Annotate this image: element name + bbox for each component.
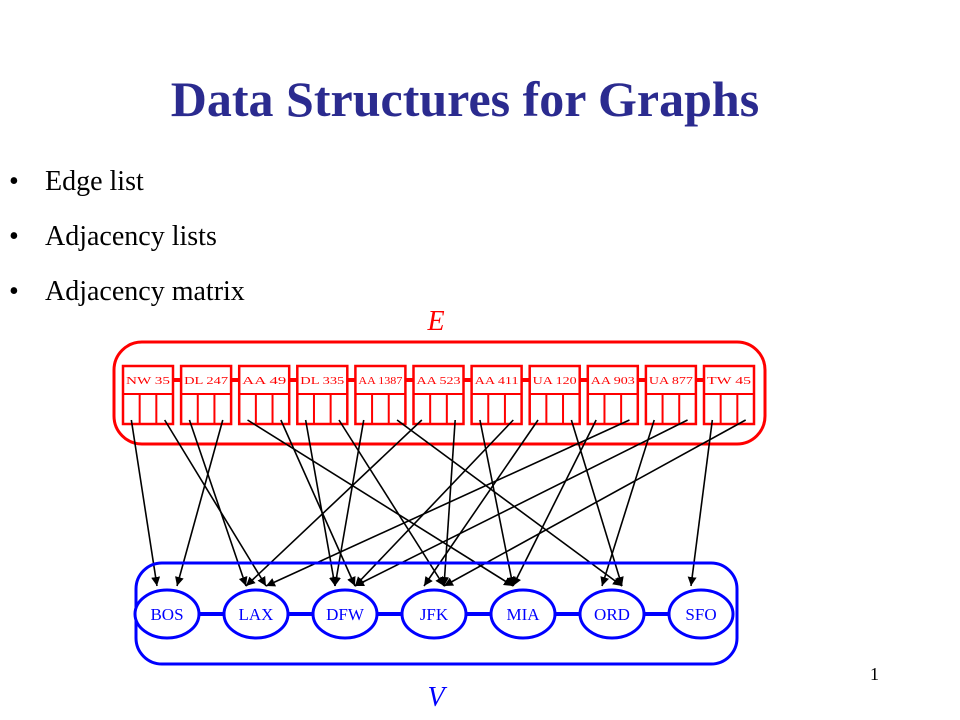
edge-record: UA 120 — [528, 364, 581, 426]
edge-label: AA 411 — [475, 376, 519, 387]
edge-arrow — [247, 419, 514, 587]
edge-arrow — [245, 419, 423, 587]
edge-arrow — [332, 419, 365, 587]
edge-label: AA 523 — [417, 376, 461, 387]
bullet-text: Adjacency matrix — [45, 276, 245, 307]
edge-label: UA 120 — [533, 376, 577, 387]
vertex-node: LAX — [222, 588, 290, 640]
edge-arrow — [512, 419, 597, 587]
bullet-item: • Adjacency lists — [8, 215, 245, 270]
edge-label: UA 877 — [649, 376, 693, 387]
edge-arrow — [130, 419, 161, 587]
vertex-circle — [133, 588, 201, 640]
vertex-list: BOS LAX DFW JFK MIA ORD SFO — [133, 588, 735, 640]
edge-arrow — [338, 419, 445, 587]
vertex-circle — [311, 588, 379, 640]
edge-list: NW 35 DL 247 AA 49 DL 335 AA 1387 AA 523 AA 41… — [121, 364, 756, 426]
edge-record: AA 523 — [412, 364, 465, 426]
edge-record: AA 49 — [237, 364, 291, 426]
edge-record: NW 35 — [121, 364, 175, 426]
vertex-label: SFO — [685, 605, 716, 624]
edge-arrow — [304, 419, 338, 587]
edge-arrow — [479, 419, 516, 587]
bullet-item: • Adjacency matrix — [8, 270, 245, 325]
edge-arrow — [570, 419, 624, 587]
vertex-node: MIA — [489, 588, 557, 640]
edge-record: DL 247 — [179, 364, 233, 426]
bullet-text: Edge list — [45, 166, 144, 197]
edge-arrow — [175, 419, 224, 587]
edge-arrow — [600, 419, 655, 587]
vertex-set-label: V — [427, 682, 447, 713]
vertex-label: MIA — [506, 605, 540, 624]
vertex-node: JFK — [400, 588, 468, 640]
vertex-circle — [222, 588, 290, 640]
edge-record: AA 411 — [470, 364, 523, 426]
edge-arrow — [354, 419, 688, 587]
vertex-label: BOS — [150, 605, 183, 624]
edge-arrow — [188, 419, 248, 587]
vertex-circle — [489, 588, 557, 640]
bullet-text: Adjacency lists — [45, 221, 217, 252]
edge-label: TW 45 — [707, 376, 751, 387]
vertex-node: ORD — [578, 588, 646, 640]
slide-title: Data Structures for Graphs — [170, 71, 760, 127]
page-number: 1 — [870, 664, 879, 684]
edge-record: UA 877 — [644, 364, 698, 426]
edge-record: TW 45 — [702, 364, 756, 426]
edge-arrow — [265, 419, 630, 587]
vertex-node: BOS — [133, 588, 201, 640]
edge-label: DL 247 — [184, 376, 228, 387]
edge-label: DL 335 — [300, 376, 344, 387]
edge-arrows — [130, 419, 747, 587]
vertex-label: JFK — [420, 605, 449, 624]
edge-label: AA 1387 — [358, 376, 402, 387]
vertex-node: DFW — [311, 588, 379, 640]
edge-arrow — [423, 419, 539, 587]
edge-record: AA 1387 — [354, 364, 407, 426]
edge-arrow — [280, 419, 356, 587]
bullet-item: • Edge list — [8, 160, 245, 215]
vertex-node: SFO — [667, 588, 735, 640]
vertex-label: LAX — [239, 605, 274, 624]
edge-arrow — [163, 419, 267, 587]
edge-list-container — [112, 340, 767, 446]
bullet-icon: • — [9, 221, 19, 252]
edge-label: NW 35 — [126, 376, 170, 387]
vertex-circle — [578, 588, 646, 640]
vertex-circle — [667, 588, 735, 640]
edge-record: DL 335 — [296, 364, 349, 426]
bullet-icon: • — [9, 276, 19, 307]
edge-set-label: E — [426, 306, 444, 337]
vertex-label: ORD — [594, 605, 630, 624]
vertex-circle — [400, 588, 468, 640]
edge-arrow — [687, 419, 714, 587]
bullet-icon: • — [9, 166, 19, 197]
edge-arrow — [443, 419, 747, 587]
edge-arrow — [396, 419, 623, 587]
edge-record: AA 903 — [586, 364, 640, 426]
edge-label: AA 49 — [242, 376, 286, 387]
vertex-label: DFW — [326, 605, 365, 624]
edge-arrow — [354, 419, 514, 587]
edge-label: AA 903 — [591, 376, 635, 387]
bullet-list: • Edge list • Adjacency lists • Adjacency m… — [8, 160, 245, 325]
